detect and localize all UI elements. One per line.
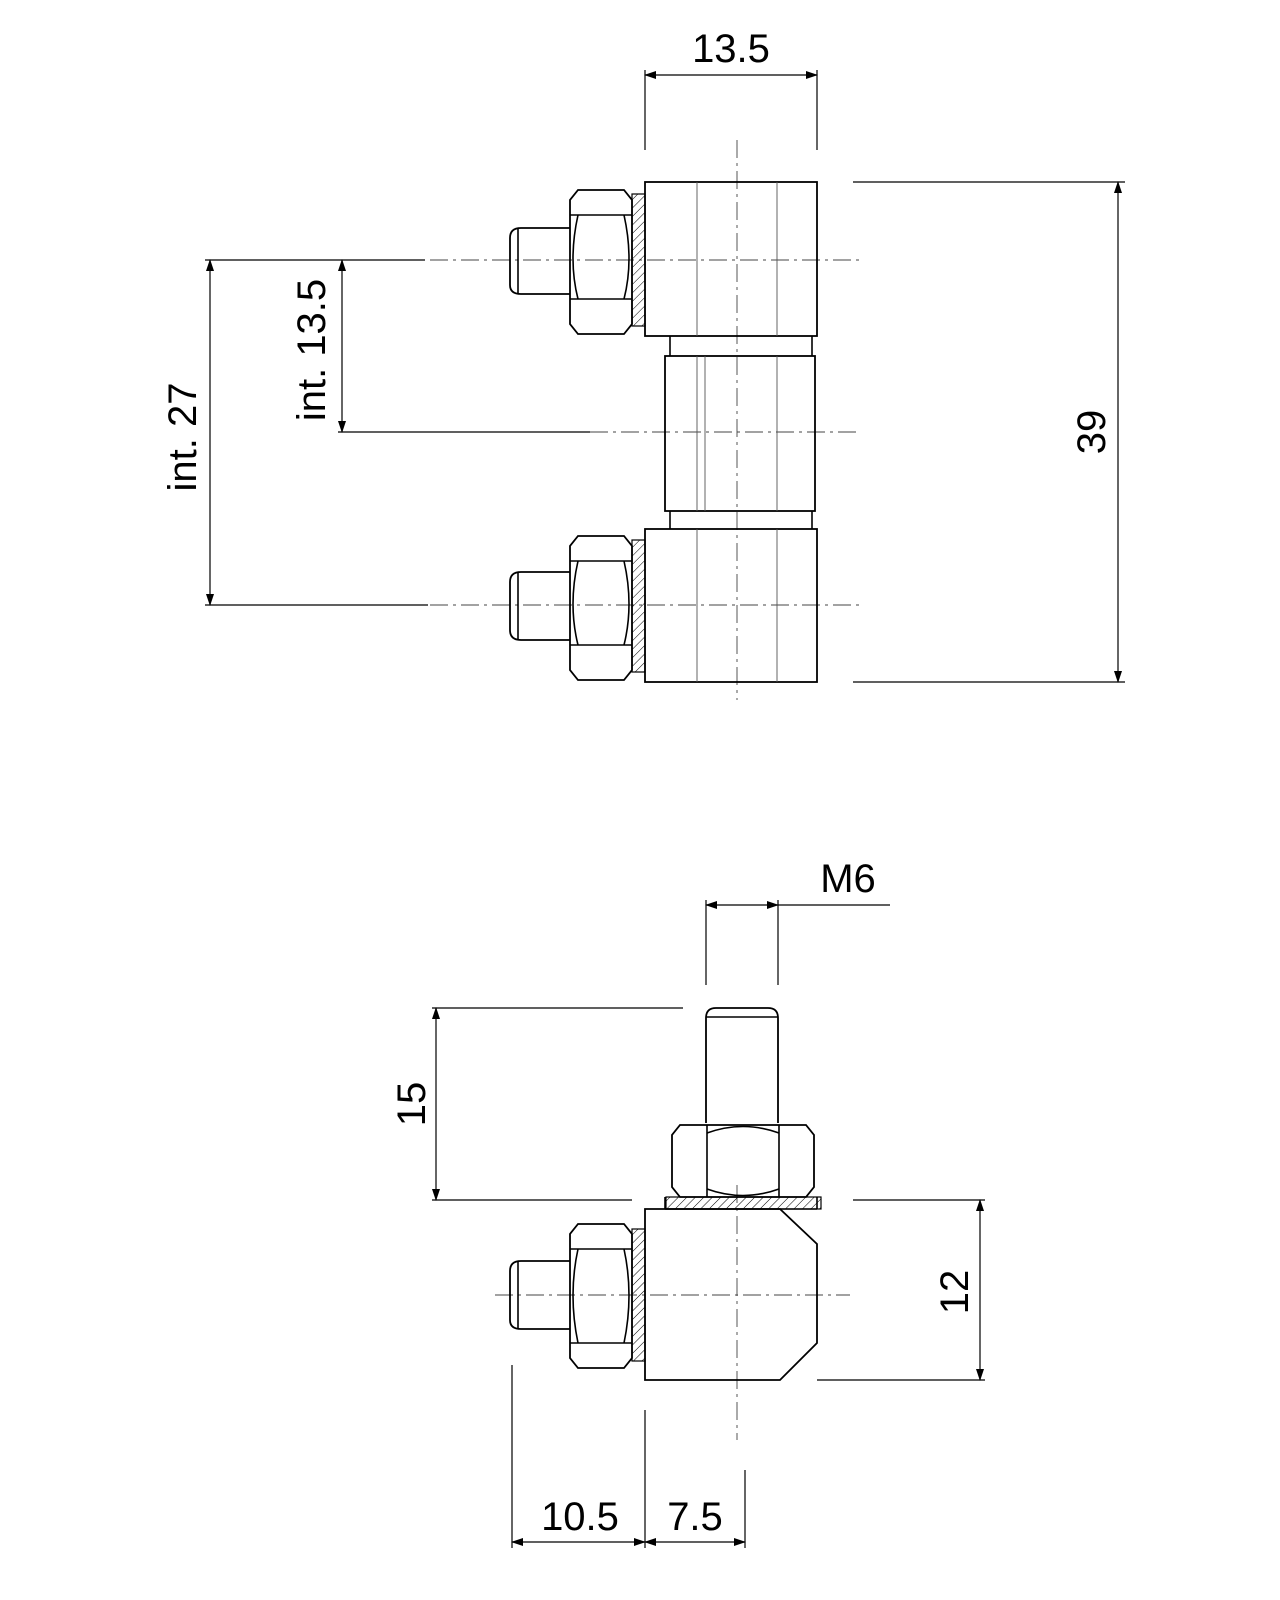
dimension-label-body-height: 12	[933, 1270, 977, 1315]
lower-knuckle	[644, 528, 818, 683]
dimension-stud-length: 15	[390, 1007, 683, 1201]
dimension-label-int-small: int. 13.5	[290, 279, 334, 421]
dimension-label-stud-length: 15	[390, 1082, 434, 1127]
lower-washer	[631, 539, 646, 673]
lower-bolt	[509, 535, 646, 681]
dimension-int-small: int. 13.5	[290, 259, 590, 433]
dimension-offsets: 10.5 7.5	[511, 1365, 746, 1548]
top-nut	[671, 1124, 815, 1198]
side-left-bolt	[509, 1223, 646, 1369]
side-stud	[509, 1260, 570, 1330]
middle-knuckle	[664, 355, 816, 529]
side-body-outline	[644, 1208, 818, 1381]
upper-knuckle	[644, 181, 818, 356]
top-stud	[705, 1007, 779, 1123]
dimension-body-height: 12	[817, 1199, 985, 1381]
dimension-label-int-large: int. 27	[161, 383, 205, 492]
side-nut	[569, 1223, 633, 1369]
upper-bolt	[509, 189, 646, 335]
dimension-thread: M6	[705, 857, 890, 985]
side-washer	[631, 1228, 646, 1362]
dimension-label-overall-height: 39	[1070, 410, 1114, 455]
upper-washer	[631, 193, 646, 327]
dimension-top-width: 13.5	[644, 27, 818, 150]
dimension-label-top-width: 13.5	[692, 27, 770, 71]
top-stud-assembly	[665, 1007, 822, 1210]
dimension-label-offset-left: 10.5	[541, 1495, 619, 1539]
lower-nut	[569, 535, 633, 681]
lower-stud	[509, 571, 570, 641]
dimension-label-thread: M6	[820, 857, 876, 901]
dimension-label-offset-right: 7.5	[667, 1495, 723, 1539]
dimension-int-large: int. 27	[161, 259, 428, 606]
side-body	[644, 1197, 818, 1381]
upper-stud	[509, 227, 570, 295]
dimension-overall-height: 39	[853, 181, 1125, 683]
side-view: M6 15 12 10.5 7.5	[390, 857, 985, 1548]
upper-nut	[569, 189, 633, 335]
top-washer	[665, 1196, 822, 1210]
top-view: 13.5 39 int. 13.5 int. 27	[161, 27, 1125, 700]
